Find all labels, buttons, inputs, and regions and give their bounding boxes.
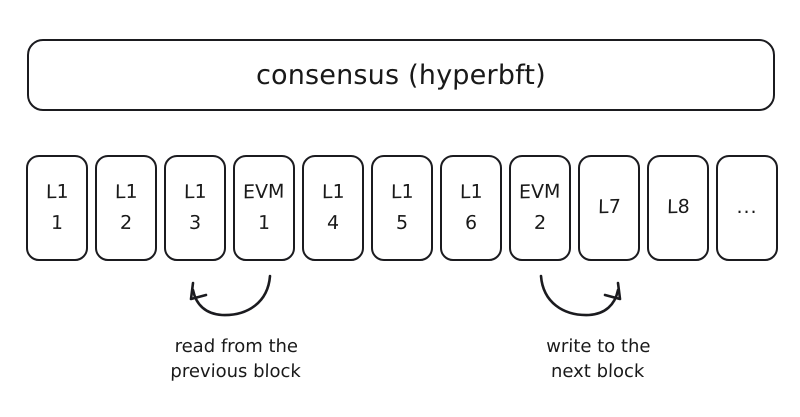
caption-line-2: previous block: [170, 361, 302, 382]
block-label-index: 3: [188, 211, 202, 234]
block-l1-5: L1 5: [371, 155, 433, 261]
block-label-primary: L8: [666, 195, 690, 219]
block-label-primary: L1: [45, 180, 69, 203]
block-label-primary: L1: [390, 180, 414, 203]
block-l7: L7: [578, 155, 640, 261]
block-l1-3: L1 3: [164, 155, 226, 261]
curved-arrow-right-icon: [539, 274, 622, 317]
block-label-index: 1: [50, 211, 64, 234]
block-evm-2: EVM 2: [509, 155, 571, 261]
block-label-primary: L1: [459, 180, 483, 203]
block-label-index: 1: [257, 211, 271, 234]
consensus-bar-label: consensus (hyperbft): [255, 59, 547, 91]
block-label-primary: EVM: [243, 180, 285, 203]
caption-line-2: next block: [550, 361, 645, 382]
block-label-primary: L1: [114, 180, 138, 203]
block-label-index: 2: [533, 211, 547, 234]
block-label-index: 2: [119, 211, 133, 234]
read-previous-caption: read from the previous block: [133, 334, 338, 384]
block-label-index: 4: [326, 211, 340, 234]
block-label-primary: EVM: [519, 180, 561, 203]
block-l1-6: L1 6: [440, 155, 502, 261]
block-label-ellipsis: ...: [736, 196, 758, 219]
block-label-primary: L1: [183, 180, 207, 203]
caption-line-1: write to the: [545, 336, 651, 357]
consensus-bar: consensus (hyperbft): [27, 39, 775, 111]
block-sequence: L1 1 L1 2 L1 3 EVM 1 L1 4 L1 5 L1 6 EVM: [26, 155, 778, 261]
block-label-primary: L1: [321, 180, 345, 203]
caption-line-1: read from the: [174, 336, 299, 357]
block-more: ...: [716, 155, 778, 261]
block-l8: L8: [647, 155, 709, 261]
block-label-primary: L7: [597, 195, 621, 219]
read-previous-annotation: read from the previous block: [150, 268, 322, 398]
block-label-index: 6: [464, 211, 478, 234]
block-l1-1: L1 1: [26, 155, 88, 261]
curved-arrow-left-icon: [189, 274, 272, 317]
block-l1-2: L1 2: [95, 155, 157, 261]
block-l1-4: L1 4: [302, 155, 364, 261]
write-next-annotation: write to the next block: [512, 268, 684, 398]
block-evm-1: EVM 1: [233, 155, 295, 261]
block-label-index: 5: [395, 211, 409, 234]
write-next-caption: write to the next block: [495, 334, 700, 384]
